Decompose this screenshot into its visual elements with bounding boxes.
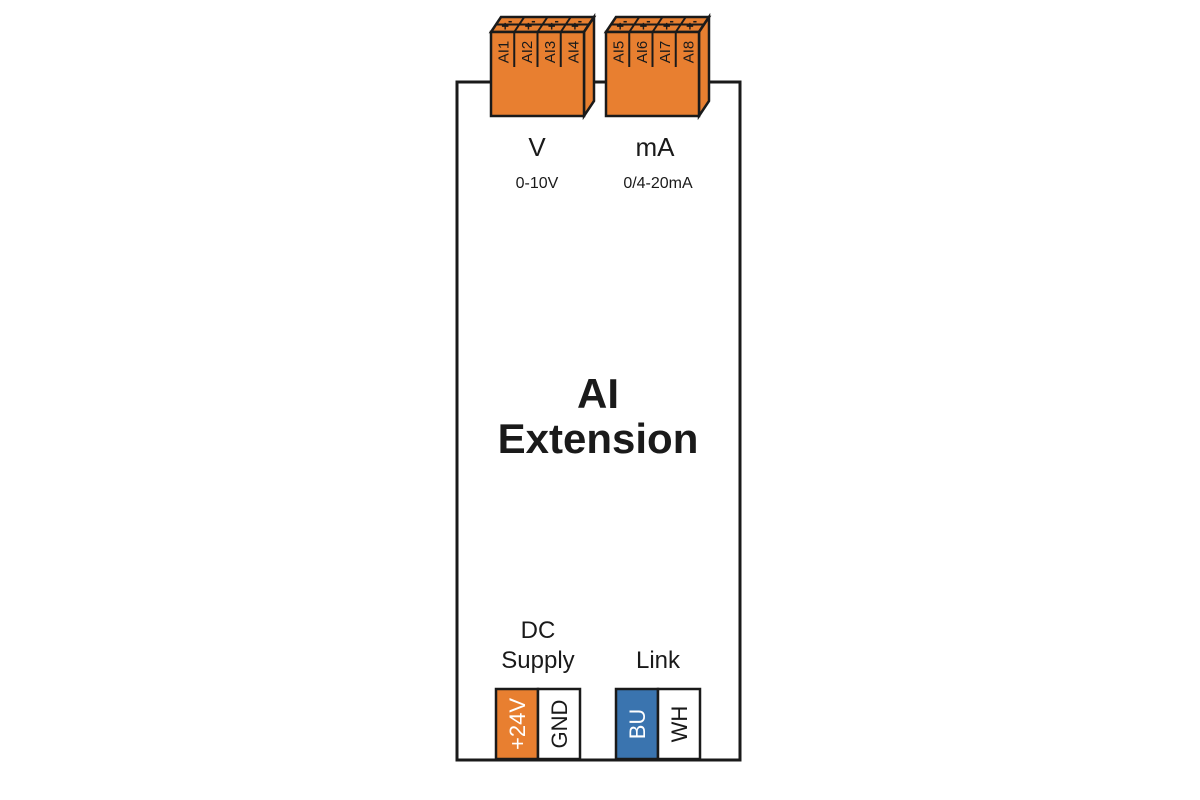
power-label-line2: Supply (501, 647, 574, 674)
terminal-minus-mark: - (508, 13, 512, 28)
terminal-divider (674, 16, 687, 33)
terminal-minus-mark: - (646, 13, 650, 28)
terminal-input-label: AI3 (542, 41, 559, 64)
terminal-plus-mark: + (663, 19, 671, 34)
module-title-line2: Extension (498, 415, 699, 462)
terminal-side-face (582, 12, 596, 121)
terminal-plus-mark: + (548, 19, 556, 34)
terminal-plus-mark: + (501, 19, 509, 34)
terminal-input-label: AI4 (565, 41, 582, 64)
terminal-block-voltage: +-AI1+-AI2+-AI3+-AI4 (488, 12, 597, 121)
terminal-input-label: AI1 (496, 41, 513, 64)
link-pin-label-wh: WH (667, 706, 692, 743)
terminal-divider (559, 16, 572, 33)
terminal-divider (628, 16, 641, 33)
power-pin-label-gnd: GND (547, 700, 572, 749)
terminal-input-label: AI6 (634, 41, 651, 64)
current-range-label: 0/4-20mA (623, 175, 693, 192)
terminal-input-label: AI5 (611, 41, 628, 64)
terminal-input-label: AI7 (657, 41, 674, 64)
voltage-type-label: V (528, 132, 546, 162)
link-pin-label-bu: BU (625, 709, 650, 740)
link-pin-wh (656, 687, 702, 761)
terminal-divider (651, 16, 664, 33)
terminal-side-face (697, 12, 711, 121)
power-pin-plus24v (494, 687, 540, 761)
link-connector: BU WH (614, 687, 702, 761)
terminal-minus-mark: - (693, 13, 697, 28)
terminal-minus-mark: - (531, 13, 535, 28)
module-title-line1: AI (577, 370, 619, 417)
terminal-minus-mark: - (669, 13, 673, 28)
power-pin-label-plus24v: +24V (505, 698, 530, 750)
terminal-plus-mark: + (571, 19, 579, 34)
link-label: Link (636, 647, 681, 674)
terminal-minus-mark: - (578, 13, 582, 28)
terminal-minus-mark: - (554, 13, 558, 28)
link-pin-bu (614, 687, 660, 761)
power-connector: +24V GND (494, 687, 582, 761)
module-housing (455, 80, 742, 762)
terminal-plus-mark: + (640, 19, 648, 34)
terminal-input-label: AI8 (680, 41, 697, 64)
terminal-plus-mark: + (616, 19, 624, 34)
terminal-divider (536, 16, 549, 33)
terminal-plus-mark: + (686, 19, 694, 34)
voltage-range-label: 0-10V (516, 175, 559, 192)
terminal-input-label: AI2 (519, 41, 536, 64)
terminal-minus-mark: - (623, 13, 627, 28)
power-pin-gnd (536, 687, 582, 761)
current-type-label: mA (636, 132, 676, 162)
terminal-block-current: +-AI5+-AI6+-AI7+-AI8 (603, 12, 712, 121)
power-label-line1: DC (521, 617, 556, 644)
terminal-plus-mark: + (525, 19, 533, 34)
terminal-divider (513, 16, 526, 33)
